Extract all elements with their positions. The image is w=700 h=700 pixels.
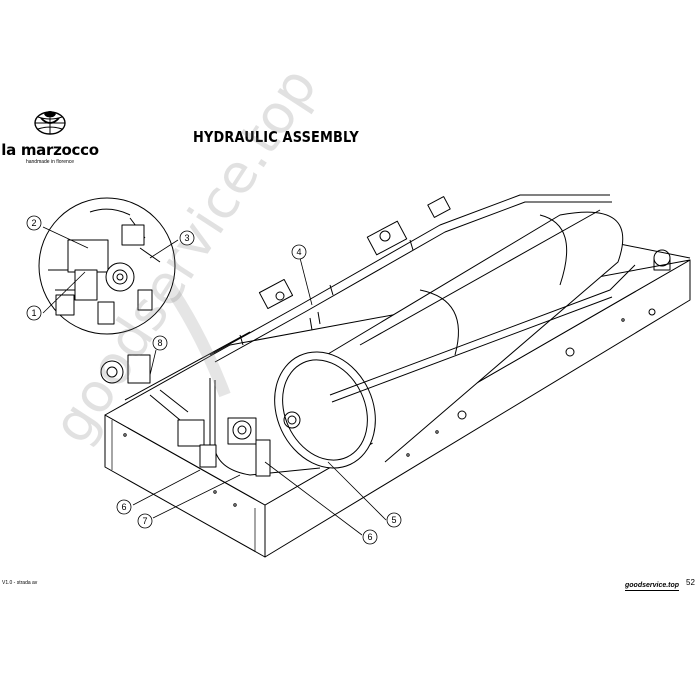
valve-group — [149, 389, 271, 477]
footer-site: goodservice.top — [625, 582, 680, 591]
boiler-cylinder — [274, 209, 624, 469]
page-number: 52 — [686, 578, 695, 587]
callout-3: 3 — [184, 233, 189, 243]
globe-lion-icon — [34, 111, 66, 135]
detail-zoom — [38, 197, 231, 398]
flowmeter-part — [100, 354, 151, 384]
callout-8: 8 — [157, 338, 162, 348]
brand-name: la marzocco — [1, 141, 99, 159]
callout-5: 5 — [391, 515, 396, 525]
page-title: HYDRAULIC ASSEMBLY — [193, 128, 359, 146]
callout-4: 4 — [296, 247, 301, 257]
upper-piping — [209, 194, 671, 363]
callout-6a: 6 — [121, 502, 126, 512]
callout-6b: 6 — [367, 532, 372, 542]
callout-2: 2 — [31, 218, 36, 228]
version-label: V1.0 - strada av — [2, 580, 38, 586]
callout-1: 1 — [31, 308, 36, 318]
brand-tagline: handmade in florence — [25, 159, 75, 165]
brand-logo: la marzocco handmade in florence — [0, 108, 100, 165]
callout-7: 7 — [142, 516, 147, 526]
